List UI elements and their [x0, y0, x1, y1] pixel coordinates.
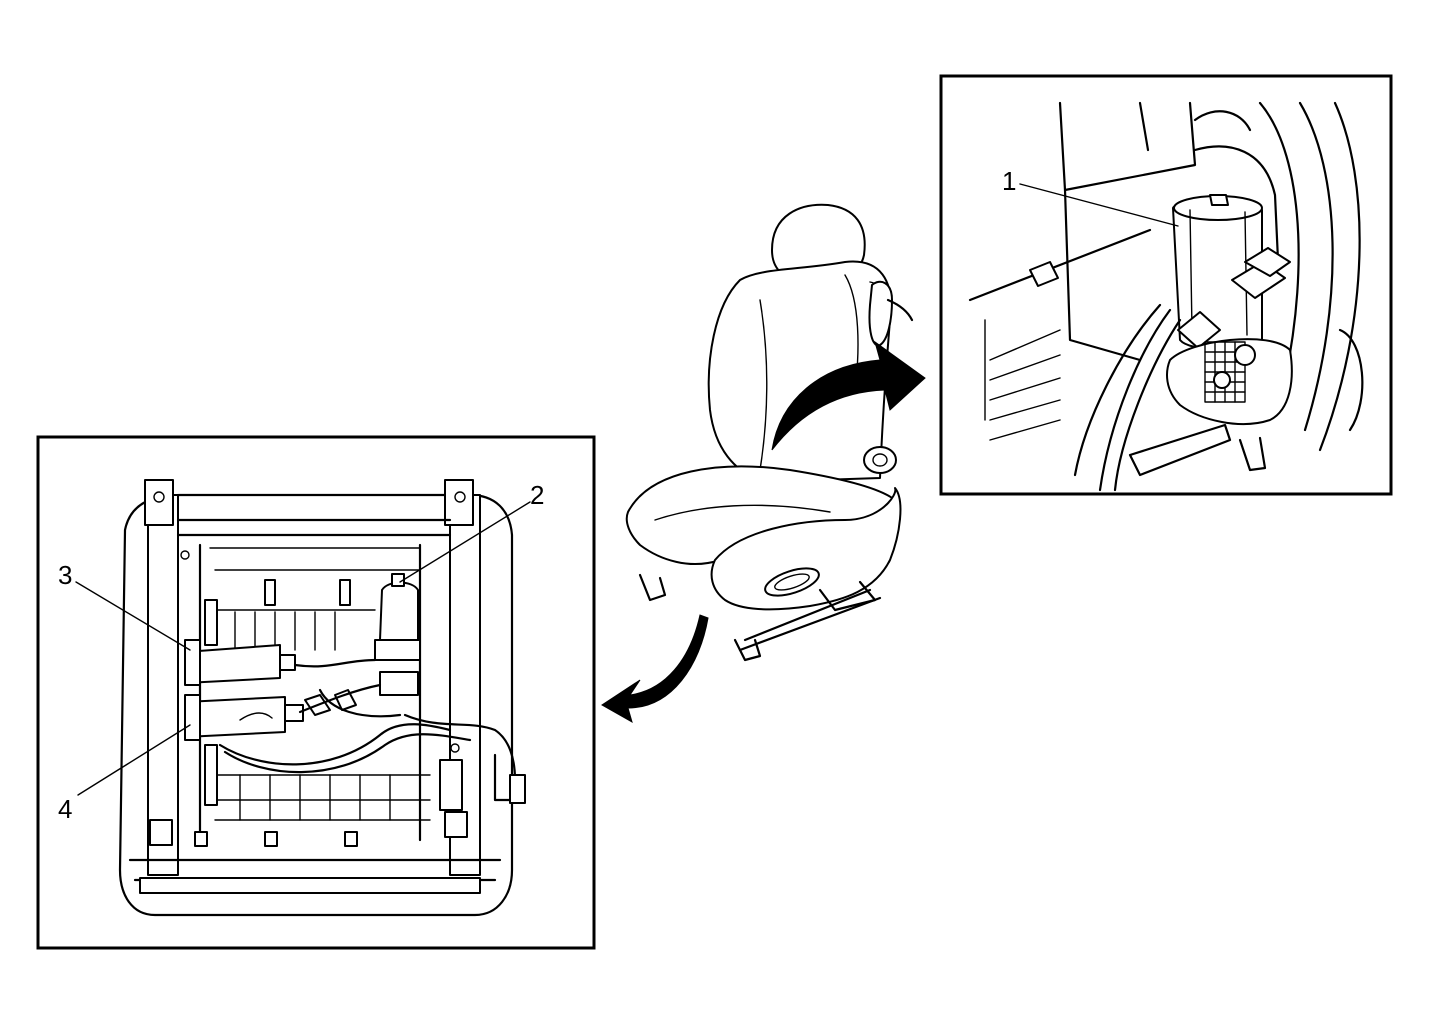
detail-inset-upper-right: 1: [939, 74, 1393, 496]
callout-1-label: 1: [1002, 166, 1016, 196]
callout-3-label: 3: [58, 560, 72, 590]
callout-4-leader: [77, 724, 191, 796]
callout-3-leader: [75, 581, 191, 651]
detail-frame-lower: [36, 435, 596, 950]
callout-2-leader: [399, 501, 531, 583]
detail-frame-upper: [939, 74, 1393, 496]
callout-1-leader: [1019, 183, 1179, 227]
detail-inset-lower-left: 2 3 4: [36, 435, 596, 950]
seat-illustration: [601, 203, 926, 724]
callout-2-label: 2: [530, 480, 544, 510]
callout-4-label: 4: [58, 794, 72, 824]
